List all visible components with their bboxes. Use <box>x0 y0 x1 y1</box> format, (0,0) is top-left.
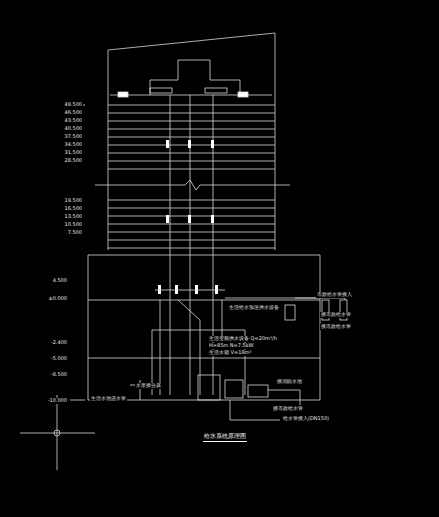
pipe-note: H=85m N=7.5kW <box>208 343 255 349</box>
pipe-note: 水泵接合器 <box>135 383 162 389</box>
elevation-mark: -2.400 <box>50 340 68 346</box>
elevation-mark: 34.500 <box>64 142 84 148</box>
floor-line <box>108 200 275 201</box>
pipe-note: 接消防水池 <box>276 379 303 385</box>
pipe-note: 接市政给水管 <box>320 324 352 330</box>
elevation-mark: ±0.000 <box>47 296 68 302</box>
elevation-mark: 7.500 <box>67 230 83 236</box>
floor-line <box>108 232 275 233</box>
pipe-note: 市政给水管接入 <box>316 292 353 298</box>
floor-line <box>108 145 275 146</box>
drawing-title: 给水系统原理图 <box>203 432 247 442</box>
floor-line <box>108 169 275 170</box>
floor-line <box>108 129 275 130</box>
elevation-mark: 10.500 <box>64 222 84 228</box>
elevation-mark: -5.000 <box>50 356 68 362</box>
elevation-mark: 49.500 <box>64 102 84 108</box>
pipe-note: 生活变频供水设备 Q=20m³/h <box>208 336 278 342</box>
pipe-note: 生活水池进水管 <box>90 396 127 402</box>
floor-line <box>108 161 275 162</box>
elevation-mark: 40.500 <box>64 126 84 132</box>
elevation-mark: 28.500 <box>64 158 84 164</box>
elevation-mark: 19.500 <box>64 198 84 204</box>
elevation-mark: 46.500 <box>64 110 84 116</box>
floor-line <box>108 105 275 106</box>
floor-line <box>108 248 275 249</box>
floor-line <box>108 240 275 241</box>
pipe-note: 给水管接入(DN150) <box>282 416 330 422</box>
pipe-note: 接市政给水管 <box>272 406 304 412</box>
elevation-mark: -10.000 <box>47 398 68 404</box>
pipe-note: 生活水箱 V=18m³ <box>208 350 252 356</box>
elevation-mark: 16.500 <box>64 206 84 212</box>
floor-line <box>108 208 275 209</box>
elevation-mark: 4.500 <box>52 278 68 284</box>
floor-line <box>108 224 275 225</box>
floor-line <box>108 121 275 122</box>
floor-line <box>108 216 275 217</box>
floor-line <box>108 113 275 114</box>
elevation-mark: 43.500 <box>64 118 84 124</box>
floor-line <box>108 137 275 138</box>
pipe-note: 生活给水加压供水设备 <box>228 305 280 311</box>
elevation-mark: 13.500 <box>64 214 84 220</box>
elevation-mark: 31.500 <box>64 150 84 156</box>
elevation-mark: 37.500 <box>64 134 84 140</box>
floor-line <box>108 153 275 154</box>
elevation-mark: -8.500 <box>50 372 68 378</box>
pipe-note: 接市政给水管 <box>320 312 352 318</box>
